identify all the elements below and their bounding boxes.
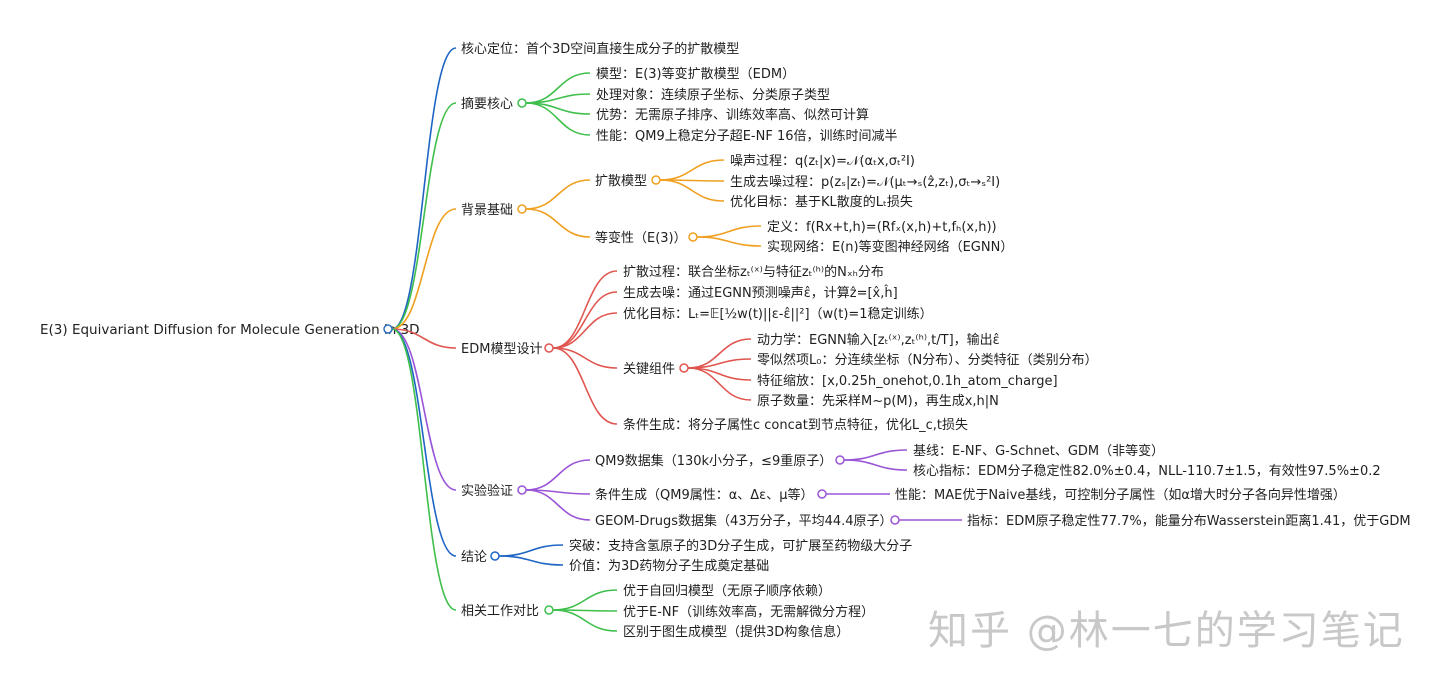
equivariance-link-1 — [696, 236, 762, 247]
branch-core-positioning: 核心定位：首个3D空间直接生成分子的扩散模型 — [461, 41, 739, 57]
link-b2 — [391, 102, 457, 330]
link-b4 — [391, 328, 457, 349]
diffusion-leaf-0: 噪声过程：q(zₜ|x)=𝒩(αₜx,σₜ²I) — [730, 154, 915, 169]
related-link-2 — [552, 609, 618, 632]
related-leaf-0: 优于自回归模型（无原子顺序依赖） — [623, 584, 831, 599]
related-leaf-2: 区别于图生成模型（提供3D构象信息） — [623, 624, 849, 640]
diffusion-link-2 — [659, 179, 725, 202]
link-b3 — [391, 208, 457, 330]
cond-qm9-leaf-0: 性能：MAE优于Naive基线，可控制分子属性（如α增大时分子各向异性增强） — [895, 487, 1346, 503]
node-geom-drugs-toggle[interactable] — [890, 515, 900, 525]
diffusion-leaf-2: 优化目标：基于KL散度的Lₜ损失 — [730, 194, 913, 210]
node-conditional-qm9-toggle[interactable] — [817, 489, 827, 499]
branch-experiments: 实验验证 — [461, 483, 513, 499]
branch-related-work: 相关工作对比 — [461, 604, 539, 619]
qm9-link-0 — [843, 449, 908, 461]
key-components-link-3 — [687, 367, 752, 401]
node-qm9-dataset: QM9数据集（130k小分子，≤9重原子） — [595, 453, 832, 469]
node-qm9-dataset-toggle[interactable] — [835, 455, 845, 465]
link-b1 — [391, 47, 457, 330]
equivariance-link-0 — [696, 225, 762, 238]
key-components-leaf-1: 零似然项L₀：分连续坐标（N分布）、分类特征（类别分布） — [757, 352, 1098, 368]
conclusion-link-1 — [498, 555, 564, 566]
branch-edm-design: EDM模型设计 — [461, 342, 542, 357]
key-components-leaf-2: 特征缩放：[x,0.25h_onehot,0.1h_atom_charge] — [757, 373, 1058, 389]
node-geom-drugs: GEOM-Drugs数据集（43万分子，平均44.4原子） — [595, 513, 893, 529]
node-equivariance: 等变性（E(3)） — [595, 230, 687, 246]
edm-link-1 — [552, 291, 618, 349]
link-b7 — [391, 328, 457, 611]
abstract-leaf-2: 优势：无需原子排序、训练效率高、似然可计算 — [596, 107, 869, 123]
qm9-link-1 — [843, 459, 908, 471]
node-conditional-generation: 条件生成：将分子属性c concat到节点特征，优化L_c,t损失 — [623, 417, 968, 433]
exp-link-qm9 — [525, 459, 591, 491]
conclusion-leaf-0: 突破：支持含氢原子的3D分子生成，可扩展至药物级大分子 — [569, 538, 912, 554]
node-equivariance-toggle[interactable] — [688, 232, 698, 242]
abstract-leaf-3: 性能：QM9上稳定分子超E-NF 16倍，训练时间减半 — [596, 128, 898, 144]
background-link-diffusion — [525, 179, 591, 210]
abstract-link-3 — [525, 102, 591, 136]
link-b5 — [391, 328, 457, 491]
diffusion-leaf-1: 生成去噪过程：p(zₛ|zₜ)=𝒩(μₜ→ₛ(ẑ,zₜ),σₜ→ₛ²I) — [730, 175, 1000, 190]
link-b6 — [391, 328, 457, 557]
branch-abstract-core-toggle[interactable] — [517, 98, 527, 108]
branch-related-work-toggle[interactable] — [544, 605, 554, 615]
related-leaf-1: 优于E-NF（训练效率高，无需解微分方程） — [623, 604, 874, 620]
node-diffusion-model: 扩散模型 — [595, 174, 647, 189]
qm9-leaf-0: 基线：E-NF、G-Schnet、GDM（非等变） — [913, 443, 1164, 459]
edm-leaf-2: 优化目标：Lₜ=𝔼[½w(t)||ε-ε̂||²]（w(t)=1稳定训练） — [623, 306, 933, 322]
root-node: E(3) Equivariant Diffusion for Molecule … — [40, 322, 420, 338]
branch-background: 背景基础 — [461, 203, 513, 218]
edm-link-2 — [552, 312, 618, 349]
branch-edm-design-toggle[interactable] — [544, 343, 554, 353]
branch-conclusion-toggle[interactable] — [490, 551, 500, 561]
edm-link-key-components — [552, 347, 618, 369]
related-link-0 — [552, 589, 618, 611]
diffusion-link-0 — [659, 159, 725, 181]
branch-abstract-core: 摘要核心 — [461, 96, 513, 112]
qm9-leaf-1: 核心指标：EDM分子稳定性82.0%±0.4，NLL-110.7±1.5，有效性… — [913, 463, 1381, 479]
node-key-components-toggle[interactable] — [679, 363, 689, 373]
abstract-leaf-0: 模型：E(3)等变扩散模型（EDM） — [596, 66, 795, 82]
edm-link-conditional — [552, 347, 618, 425]
exp-link-geom — [525, 489, 591, 521]
conclusion-leaf-1: 价值：为3D药物分子生成奠定基础 — [569, 558, 769, 574]
equivariance-leaf-1: 实现网络：E(n)等变图神经网络（EGNN） — [767, 239, 1013, 255]
geom-leaf-0: 指标：EDM原子稳定性77.7%，能量分布Wasserstein距离1.41，优… — [967, 513, 1411, 529]
node-key-components: 关键组件 — [623, 362, 675, 377]
watermark: 知乎 @林一七的学习笔记 — [928, 608, 1405, 654]
background-link-equivariance — [525, 208, 591, 238]
root-node-toggle[interactable] — [383, 324, 393, 334]
equivariance-leaf-0: 定义：f(Rx+t,h)=(Rfₓ(x,h)+t,fₕ(x,h)) — [767, 220, 997, 235]
edm-leaf-0: 扩散过程：联合坐标zₜ⁽ˣ⁾与特征zₜ⁽ʰ⁾的Nₓₕ分布 — [623, 264, 884, 280]
node-conditional-qm9: 条件生成（QM9属性：α、Δε、μ等） — [595, 487, 813, 503]
branch-background-toggle[interactable] — [517, 204, 527, 214]
key-components-leaf-3: 原子数量：先采样M~p(M)，再生成x,h|N — [757, 394, 999, 409]
edm-link-0 — [552, 270, 618, 349]
node-diffusion-model-toggle[interactable] — [651, 175, 661, 185]
branch-experiments-toggle[interactable] — [517, 485, 527, 495]
conclusion-link-0 — [498, 544, 564, 557]
branch-conclusion: 结论 — [461, 550, 487, 565]
key-components-leaf-0: 动力学：EGNN输入[zₜ⁽ˣ⁾,zₜ⁽ʰ⁾,t/T]，输出ε̂ — [757, 332, 1000, 348]
abstract-leaf-1: 处理对象：连续原子坐标、分类原子类型 — [596, 87, 830, 103]
edm-leaf-1: 生成去噪：通过EGNN预测噪声ε̂，计算ẑ=[x̂,ĥ] — [623, 285, 898, 301]
